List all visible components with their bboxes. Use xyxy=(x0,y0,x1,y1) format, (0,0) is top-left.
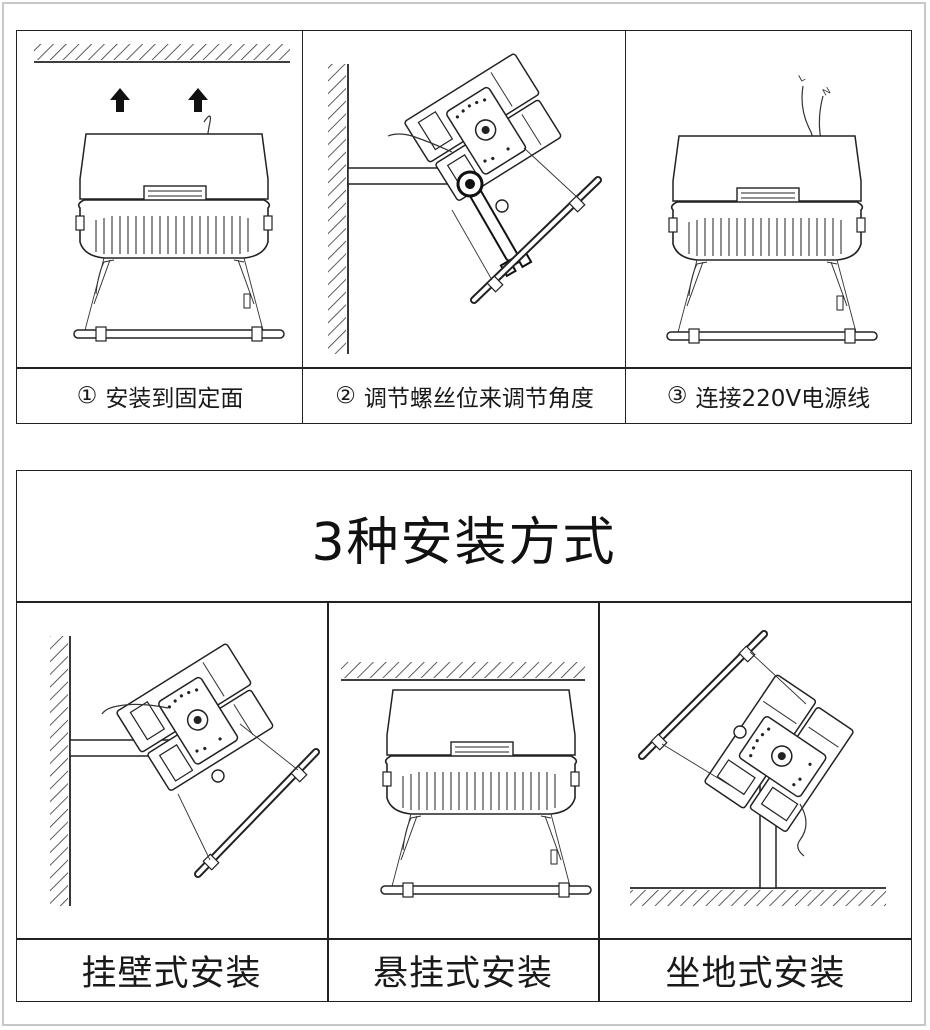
method-divider-1 xyxy=(327,601,329,1001)
arrow-up-icon xyxy=(110,88,208,112)
step3-illustration: L N xyxy=(666,72,878,344)
ceiling-mount-illustration xyxy=(341,662,592,898)
method-caption-wall: 挂壁式安装 xyxy=(81,953,262,994)
floor-mount-illustration xyxy=(630,604,886,906)
step-caption-2: ② 调节螺丝位来调节角度 xyxy=(302,369,627,423)
step-label-2: 调节螺丝位来调节角度 xyxy=(363,386,594,412)
methods-heading: 3种安装方式 xyxy=(311,512,617,573)
heading-divider xyxy=(16,601,912,603)
wall-mount-illustration xyxy=(50,636,326,906)
step-number-1: ① xyxy=(76,383,98,409)
wire-mark-l: L xyxy=(797,72,808,85)
step-label-3: 连接220V电源线 xyxy=(695,386,871,412)
method-caption-floor: 坐地式安装 xyxy=(665,953,846,994)
method-caption-ceiling: 悬挂式安装 xyxy=(372,953,553,994)
method-divider-2 xyxy=(598,601,600,1001)
step1-illustration xyxy=(34,44,290,342)
step2-illustration xyxy=(328,52,627,354)
step-caption-1: ① 安装到固定面 xyxy=(16,369,304,423)
steps-caption-divider xyxy=(16,367,912,369)
step-label-1: 安装到固定面 xyxy=(105,386,244,412)
step-caption-3: ③ 连接220V电源线 xyxy=(625,369,912,423)
wire-mark-n: N xyxy=(821,85,833,98)
step-number-3: ③ xyxy=(666,383,688,409)
method-caption-divider xyxy=(16,938,912,940)
step-number-2: ② xyxy=(335,383,356,409)
